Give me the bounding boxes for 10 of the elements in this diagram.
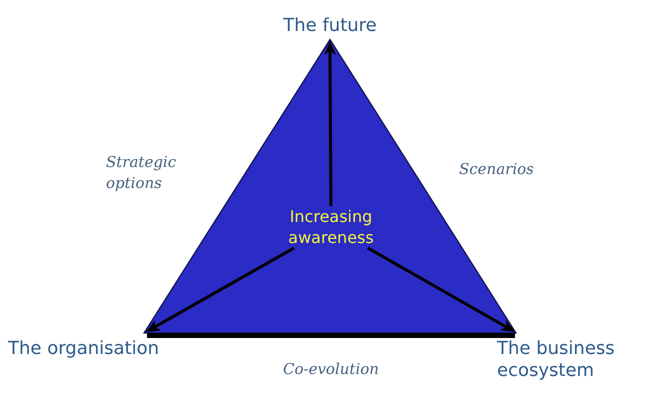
- vertex-label: The future: [270, 15, 390, 37]
- vertex-label: The organisation: [8, 338, 193, 360]
- side-label: Co-evolution: [283, 359, 380, 380]
- arrow: [324, 41, 336, 206]
- side-label: Strategic options: [106, 152, 178, 194]
- vertex-label: The business ecosystem: [497, 338, 639, 382]
- arrow: [367, 246, 516, 332]
- arrow: [146, 246, 295, 332]
- side-label: Scenarios: [459, 159, 535, 180]
- center-label: Increasing awareness: [275, 206, 387, 248]
